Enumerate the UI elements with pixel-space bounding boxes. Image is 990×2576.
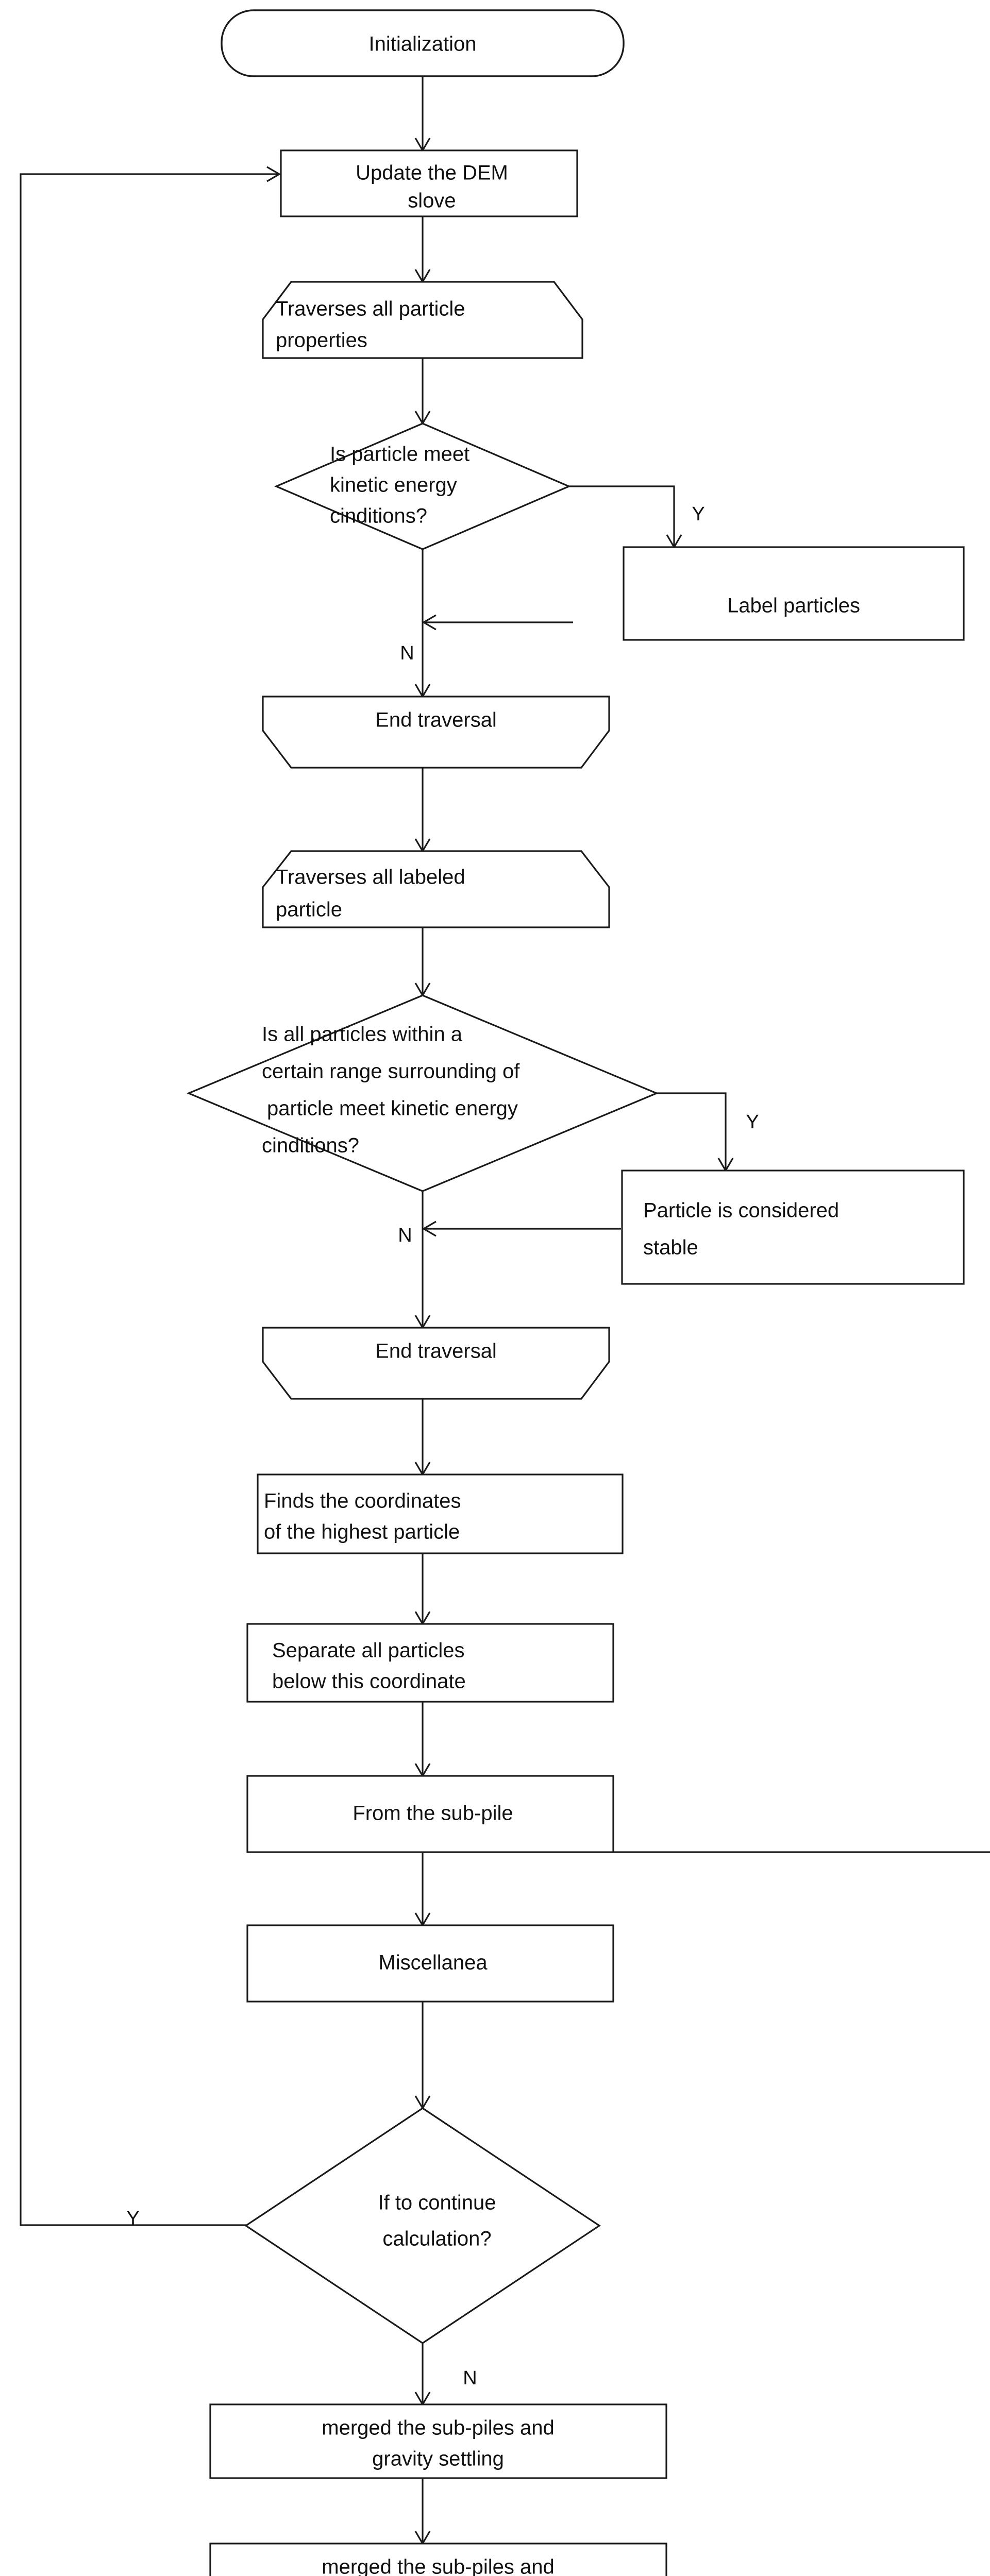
edge-traverse-props-to-decision1	[414, 358, 431, 426]
update-dem-shape	[280, 149, 578, 217]
traverse-properties-label-line2: properties	[276, 329, 367, 352]
separate-below-label-line2: below this coordinate	[272, 1670, 466, 1693]
node-start[interactable]: Initialization	[221, 9, 625, 77]
branch-label-continue-no: N	[463, 2367, 477, 2389]
decision-range-label-line3: particle meet kinetic energy	[267, 1097, 518, 1120]
traverse-labeled-label-line1: Traverses all labeled	[276, 866, 465, 889]
node-update-dem[interactable]: Update the DEM slove	[280, 149, 578, 217]
node-merge-settle-2[interactable]: merged the sub-piles and gravity settlin…	[209, 2543, 667, 2576]
find-highest-label-line2: of the highest particle	[264, 1521, 460, 1544]
end-traversal-2-label: End traversal	[375, 1340, 497, 1363]
start-label: Initialization	[368, 33, 476, 56]
edge-label-particles-to-stem	[422, 614, 573, 631]
from-subpile-label: From the sub-pile	[353, 1802, 513, 1825]
node-particle-stable[interactable]: Particle is considered stable	[621, 1170, 965, 1285]
merge-settle-1-label-line1: merged the sub-piles and	[322, 2417, 554, 2439]
decision-continue-label-line1: If to continue	[378, 2192, 496, 2214]
branch-label-kinetic-yes: Y	[692, 503, 704, 525]
edge-end-traversal1-to-traverse-labeled	[414, 768, 431, 853]
end-traversal-2-shape	[262, 1327, 610, 1400]
edge-particle-stable-to-stem	[422, 1221, 621, 1237]
node-label-particles[interactable]: Label particles	[623, 546, 965, 641]
edge-traverse-labeled-to-decision2	[414, 927, 431, 997]
edge-separate-to-from-subpile	[414, 1702, 431, 1778]
node-decision-continue[interactable]: If to continue calculation?	[244, 2107, 601, 2344]
branch-label-kinetic-no: N	[400, 642, 414, 664]
label-particles-label: Label particles	[727, 595, 860, 617]
decision-kinetic-label-line2: kinetic energy	[330, 474, 457, 497]
merge-settle-2-label-line1: merged the sub-piles and	[322, 2556, 554, 2576]
merge-settle-1-shape	[209, 2403, 667, 2479]
miscellanea-shape	[246, 1924, 614, 2003]
node-end-traversal-1[interactable]: End traversal	[262, 696, 610, 769]
particle-stable-label-line1: Particle is considered	[643, 1199, 839, 1222]
node-traverse-labeled[interactable]: Traverses all labeled particle	[262, 850, 610, 928]
node-decision-kinetic[interactable]: Is particle meet kinetic energy cinditio…	[274, 422, 572, 550]
decision-range-label-line4: cinditions?	[262, 1134, 359, 1157]
node-traverse-properties[interactable]: Traverses all particle properties	[262, 281, 583, 359]
merge-settle-2-shape	[209, 2543, 667, 2576]
traverse-properties-label-line1: Traverses all particle	[276, 298, 465, 320]
start-shape	[221, 9, 625, 77]
node-separate-below[interactable]: Separate all particles below this coordi…	[246, 1623, 614, 1703]
update-dem-label-line2: slove	[408, 190, 456, 212]
from-subpile-shape	[246, 1775, 614, 1853]
edge-from-subpile-to-miscellanea	[414, 1851, 990, 1927]
node-merge-settle-1[interactable]: merged the sub-piles and gravity settlin…	[209, 2403, 667, 2479]
branch-label-continue-yes: Y	[126, 2208, 139, 2229]
node-miscellanea[interactable]: Miscellanea	[246, 1924, 614, 2003]
edge-decision2-yes-to-particle-stable	[656, 1092, 734, 1173]
decision-range-shape	[186, 994, 659, 1192]
edge-miscellanea-to-decision3	[414, 2002, 431, 2110]
edge-merge1-to-merge2	[414, 2478, 431, 2546]
find-highest-label-line1: Finds the coordinates	[264, 1490, 461, 1513]
traverse-labeled-shape	[262, 850, 610, 928]
edge-update-to-traverse-props	[414, 216, 431, 284]
decision-range-label-line1: Is all particles within a	[262, 1023, 463, 1046]
edge-start-to-update	[414, 76, 431, 152]
particle-stable-shape	[621, 1170, 965, 1285]
find-highest-shape	[257, 1473, 624, 1554]
branch-label-range-yes: Y	[746, 1111, 759, 1133]
edge-end-traversal2-to-find-highest	[414, 1399, 431, 1477]
decision-kinetic-shape	[274, 422, 572, 550]
node-decision-range[interactable]: Is all particles within a certain range …	[186, 994, 659, 1192]
miscellanea-label: Miscellanea	[378, 1952, 488, 1974]
edge-feedback-loop	[20, 166, 281, 2226]
edge-find-highest-to-separate	[414, 1553, 431, 1626]
node-end-traversal-2[interactable]: End traversal	[262, 1327, 610, 1400]
node-from-subpile[interactable]: From the sub-pile	[246, 1775, 614, 1853]
edge-decision2-no-to-end-traversal2	[414, 1192, 431, 1330]
label-particles-shape	[623, 546, 965, 641]
end-traversal-1-shape	[262, 696, 610, 769]
edge-decision3-no-to-merge1	[414, 2343, 431, 2406]
decision-continue-label-line2: calculation?	[382, 2228, 491, 2250]
end-traversal-1-label: End traversal	[375, 709, 497, 732]
separate-below-shape	[246, 1623, 614, 1703]
branch-label-range-no: N	[398, 1225, 412, 1246]
decision-kinetic-label-line3: cinditions?	[330, 505, 427, 528]
particle-stable-label-line2: stable	[643, 1236, 698, 1259]
traverse-properties-shape	[262, 281, 583, 359]
decision-continue-shape	[244, 2107, 601, 2344]
edge-decision1-yes-to-label-particles	[568, 485, 682, 549]
edge-decision1-no-to-end-traversal1	[414, 550, 431, 699]
traverse-labeled-label-line2: particle	[276, 899, 342, 921]
separate-below-label-line1: Separate all particles	[272, 1639, 465, 1662]
decision-kinetic-label-line1: Is particle meet	[330, 443, 469, 466]
decision-range-label-line2: certain range surrounding of	[262, 1060, 520, 1083]
merge-settle-1-label-line2: gravity settling	[372, 2448, 504, 2470]
node-find-highest[interactable]: Finds the coordinates of the highest par…	[257, 1473, 624, 1554]
update-dem-label-line1: Update the DEM	[356, 162, 508, 184]
